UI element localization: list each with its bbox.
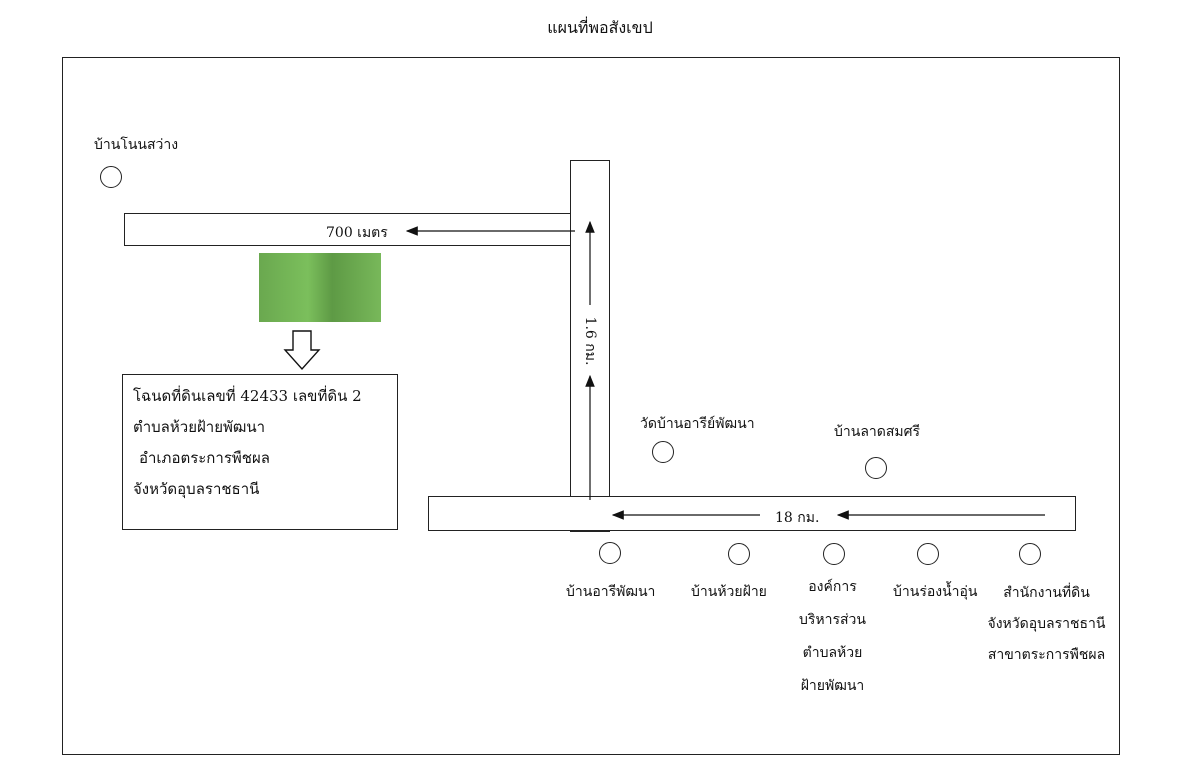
label-wat-ban-ari: วัดบ้านอารีย์พัฒนา [640,416,755,432]
label-ban-lat-somsri: บ้านลาดสมศรี [834,424,921,440]
landmark-tao-office [823,543,845,565]
land-office-line-1: สำนักงานที่ดิน [1003,585,1090,601]
tao-line-4: ฝ้ายพัฒนา [800,678,865,694]
label-ban-rong-nam-un: บ้านร่องน้ำอุ่น [893,584,978,600]
land-info-box: โฉนดที่ดินเลขที่ 42433 เลขที่ดิน 2 ตำบลห… [122,374,398,530]
land-office-line-3: สาขาตระการพืชผล [987,647,1106,663]
label-ban-ari-phatthana: บ้านอารีพัฒนา [566,584,656,600]
landmark-ban-lat-somsri [865,457,887,479]
tao-line-1: องค์การ [808,579,857,595]
landmark-ban-non-sawang [100,166,122,188]
tao-line-2: บริหารส่วน [799,612,866,628]
top-road-distance: 700 เมตร [323,222,391,244]
junction-bottom [571,497,609,530]
map-frame [62,57,1120,755]
land-office-line-2: จังหวัดอุบลราชธานี [987,616,1106,632]
vertical-road-distance: 1.6 กม. [579,313,601,369]
map-title: แผนที่พอสังเขป [547,18,653,37]
land-district: อำเภอตระการพืชผล [139,449,270,467]
land-province: จังหวัดอุบลราชธานี [133,480,260,498]
label-ban-huai-fai: บ้านห้วยฝ้าย [691,584,767,600]
label-tao-office: องค์การ บริหารส่วน ตำบลห้วย ฝ้ายพัฒนา [775,575,890,699]
deed-number: โฉนดที่ดินเลขที่ 42433 เลขที่ดิน 2 [133,387,362,405]
land-plot [259,253,381,322]
tao-line-3: ตำบลห้วย [802,645,863,661]
land-subdistrict: ตำบลห้วยฝ้ายพัฒนา [133,418,266,436]
landmark-wat-ban-ari [652,441,674,463]
landmark-land-office [1019,543,1041,565]
bottom-road [428,496,1076,531]
bottom-road-distance: 18 กม. [772,507,823,529]
label-ban-non-sawang: บ้านโนนสว่าง [94,137,179,153]
label-land-office: สำนักงานที่ดิน จังหวัดอุบลราชธานี สาขาตร… [979,581,1114,668]
landmark-ban-ari-phatthana [599,542,621,564]
landmark-ban-rong-nam-un [917,543,939,565]
landmark-ban-huai-fai [728,543,750,565]
